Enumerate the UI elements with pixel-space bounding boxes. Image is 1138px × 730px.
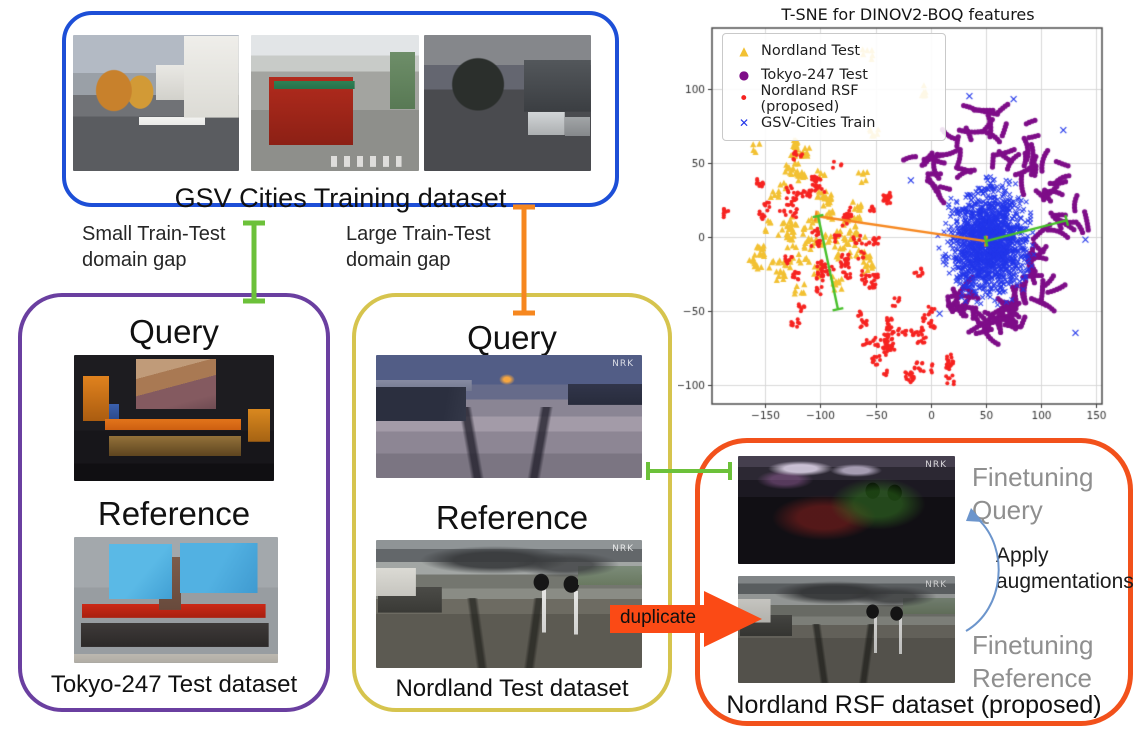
- nordland-test-box: Query NRK Reference NRK Nordland Test da…: [352, 293, 672, 712]
- small-domain-gap-label: Small Train-Test domain gap: [82, 223, 226, 271]
- duplicate-arrow: [610, 591, 762, 647]
- rsf-caption: Nordland RSF dataset (proposed): [726, 691, 1102, 719]
- finetuning-reference-label: Finetuning Reference: [972, 630, 1094, 693]
- finetuning-query-photo: NRK: [738, 456, 955, 564]
- tokyo-query-photo: [74, 355, 274, 481]
- x-marker-icon: ✕: [738, 116, 750, 130]
- legend-row-gsv-train: ✕ GSV-Cities Train: [727, 111, 939, 135]
- nordland-query-photo: NRK: [376, 355, 642, 478]
- finetuning-query-label: Finetuning Query: [972, 462, 1094, 525]
- legend-row-nordland-test: ▲ Nordland Test: [727, 39, 939, 63]
- tokyo-reference-photo: [74, 537, 278, 663]
- gsv-street-photo-1: [73, 35, 239, 171]
- tsne-figure: T-SNE for DINOV2-BOQ features ▲ Nordland…: [678, 0, 1138, 430]
- gsv-street-photo-2: [251, 35, 419, 171]
- apply-augmentations-arrow: [965, 508, 1000, 632]
- nordland-rsf-box: NRK NRK Finetuning Query Apply augmentat…: [695, 438, 1134, 726]
- nordland-caption: Nordland Test dataset: [395, 675, 629, 702]
- legend-label: Nordland Test: [761, 43, 861, 59]
- tokyo-247-box: Query Reference Tokyo-247 Test dataset: [18, 293, 330, 712]
- nordland-reference-label: Reference: [435, 499, 589, 536]
- finetuning-reference-photo: NRK: [738, 576, 955, 683]
- legend-label: Nordland RSF (proposed): [760, 83, 859, 115]
- nrk-watermark: NRK: [925, 580, 947, 590]
- small-gap-bar: [243, 220, 265, 304]
- tokyo-query-label: Query: [129, 313, 219, 350]
- gsv-caption: GSV Cities Training dataset: [174, 183, 507, 213]
- legend-row-nordland-rsf: • Nordland RSF (proposed): [727, 83, 939, 115]
- legend-row-tokyo-test: ● Tokyo-247 Test: [727, 63, 939, 87]
- legend-label: GSV-Cities Train: [761, 115, 876, 131]
- duplicate-arrow-label: duplicate: [619, 607, 697, 628]
- nrk-watermark: NRK: [612, 544, 634, 554]
- tokyo-caption: Tokyo-247 Test dataset: [50, 671, 298, 698]
- circle-marker-icon: ●: [738, 68, 750, 82]
- nrk-watermark: NRK: [925, 460, 947, 470]
- triangle-marker-icon: ▲: [739, 44, 749, 58]
- gsv-street-photo-3: [424, 35, 591, 171]
- gsv-cities-box: GSV Cities Training dataset: [62, 11, 619, 213]
- nordland-reference-photo: NRK: [376, 540, 642, 668]
- nordland-query-label: Query: [467, 319, 557, 356]
- large-gap-bar: [513, 204, 535, 316]
- nordland-rsf-gap-bar: [646, 462, 732, 480]
- large-domain-gap-label: Large Train-Test domain gap: [346, 223, 491, 271]
- tokyo-reference-label: Reference: [97, 495, 251, 532]
- tsne-title: T-SNE for DINOV2-BOQ features: [781, 5, 1035, 24]
- legend-label: Tokyo-247 Test: [761, 67, 868, 83]
- dot-marker-icon: •: [738, 88, 749, 109]
- tsne-legend: ▲ Nordland Test ● Tokyo-247 Test • Nordl…: [722, 33, 946, 141]
- nrk-watermark: NRK: [612, 359, 634, 369]
- apply-augmentations-label: Apply augmentations: [996, 544, 1134, 594]
